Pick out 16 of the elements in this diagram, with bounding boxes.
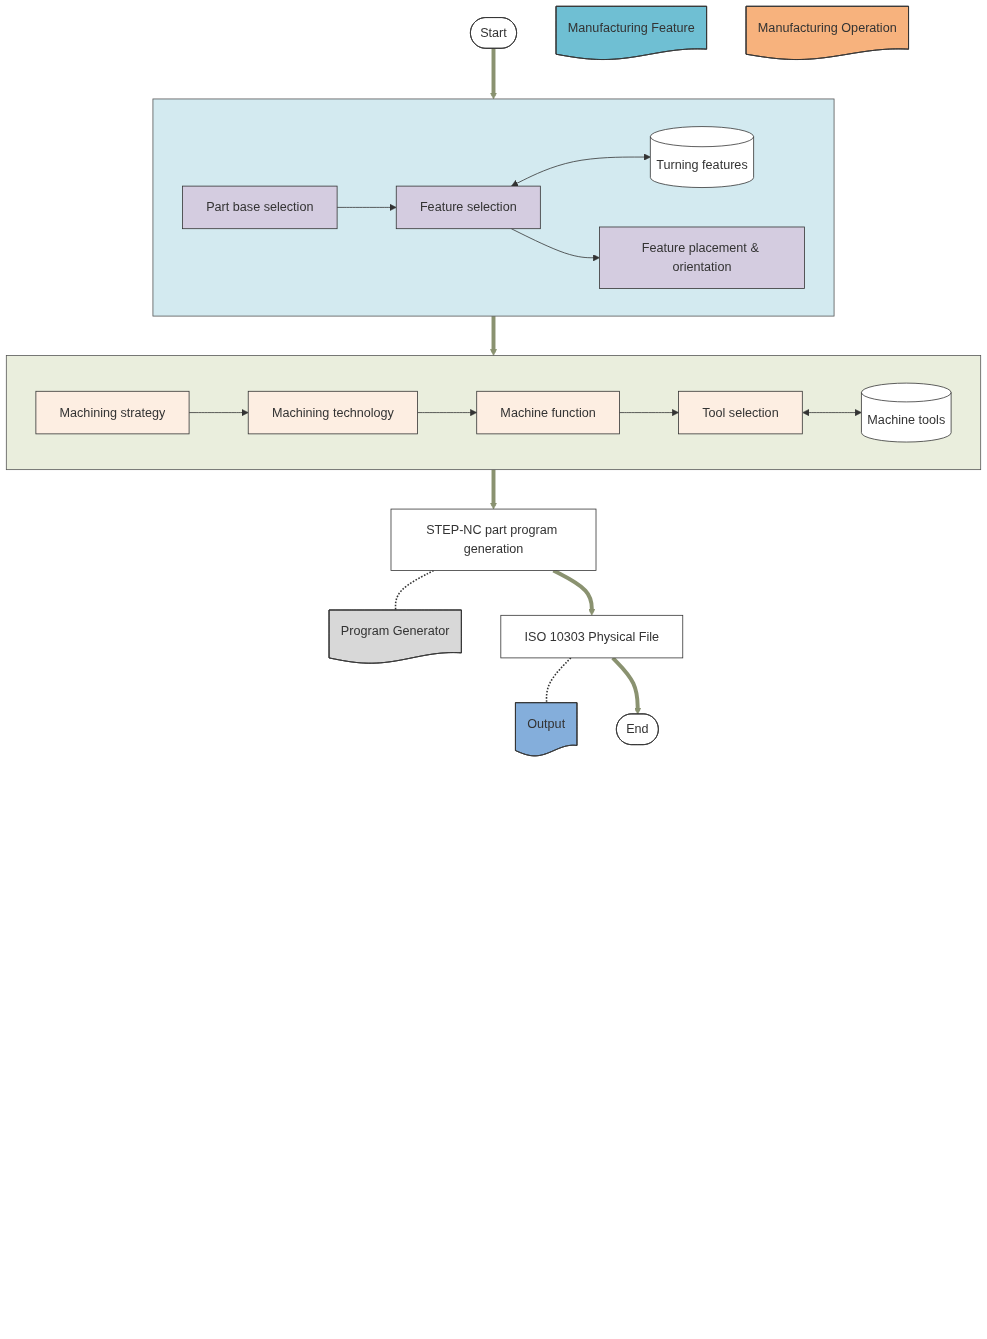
node-box: Feature placement & orientation bbox=[599, 226, 805, 289]
node-box: Machining strategy bbox=[35, 390, 190, 435]
arrow bbox=[490, 469, 497, 510]
node-box: STEP-NC part program generation bbox=[390, 508, 597, 571]
node-box: Machine function bbox=[476, 390, 620, 435]
node-box: Tool selection bbox=[678, 390, 803, 435]
cluster bbox=[5, 355, 982, 471]
node-box: ISO 10303 Physical File bbox=[500, 614, 684, 659]
node-box: Part base selection bbox=[182, 185, 338, 230]
connector bbox=[545, 657, 572, 704]
node-box: Feature selection bbox=[395, 185, 541, 230]
cluster bbox=[152, 98, 835, 317]
arrow bbox=[490, 48, 497, 100]
arrow bbox=[490, 316, 497, 356]
arrow bbox=[611, 656, 642, 715]
node-box: Machining technology bbox=[247, 390, 418, 435]
